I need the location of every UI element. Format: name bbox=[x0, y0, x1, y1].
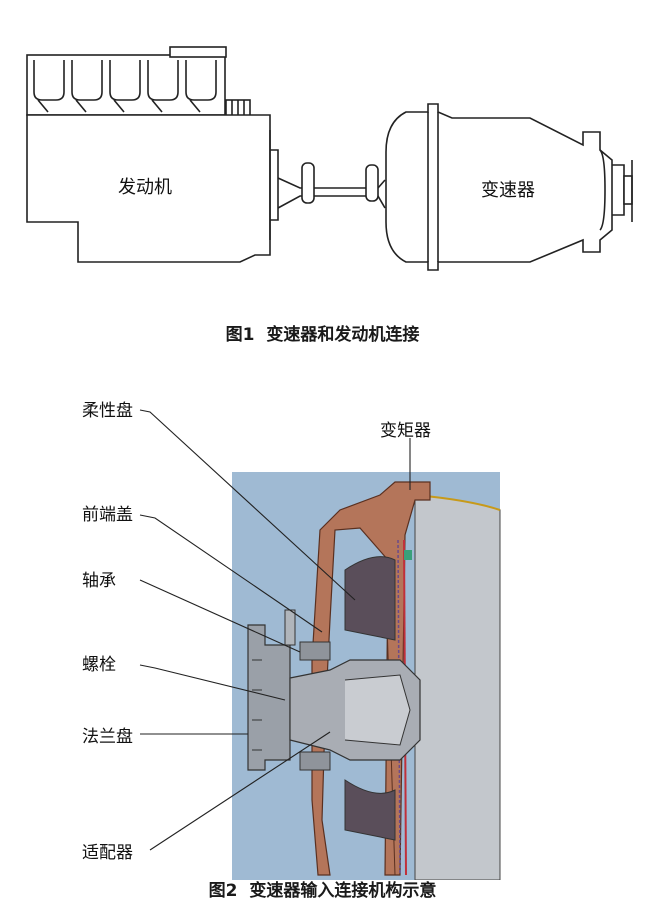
engine-label: 发动机 bbox=[118, 177, 172, 198]
label-torque-converter: 变矩器 bbox=[380, 421, 431, 441]
front-cover-housing bbox=[311, 481, 431, 876]
bearing bbox=[299, 641, 331, 661]
figure-1-number: 图1 bbox=[225, 325, 255, 345]
label-flange: 法兰盘 bbox=[82, 727, 133, 747]
figure-1-title: 变速器和发动机连接 bbox=[266, 325, 420, 345]
drive-shaft bbox=[277, 162, 386, 209]
figure-1-caption: 图1 变速器和发动机连接 bbox=[0, 320, 645, 345]
input-connection-cutaway bbox=[139, 409, 501, 880]
engine-transmission-diagram: 发动机 变速器 bbox=[26, 46, 633, 271]
figure-2-input-connection: 柔性盘 变矩器 前端盖 轴承 螺栓 法兰盘 适配器 bbox=[0, 360, 645, 880]
label-bolt: 螺栓 bbox=[82, 655, 116, 675]
figure-2-caption: 图2 变速器输入连接机构示意 bbox=[0, 876, 645, 901]
transmission-body bbox=[385, 103, 633, 271]
label-flexplate: 柔性盘 bbox=[82, 401, 133, 421]
transmission-label: 变速器 bbox=[481, 180, 535, 201]
figure-2-title: 变速器输入连接机构示意 bbox=[249, 881, 437, 901]
torque-converter-body bbox=[414, 494, 501, 880]
leader-lines bbox=[139, 409, 411, 851]
label-bearing: 轴承 bbox=[82, 571, 116, 591]
engine-cylinder-head bbox=[26, 46, 251, 119]
label-adapter: 适配器 bbox=[82, 843, 133, 863]
label-front-cover: 前端盖 bbox=[82, 505, 133, 525]
figure-1-engine-transmission: 发动机 变速器 bbox=[0, 0, 645, 300]
figure-2-number: 图2 bbox=[208, 881, 238, 901]
flange bbox=[247, 624, 291, 771]
